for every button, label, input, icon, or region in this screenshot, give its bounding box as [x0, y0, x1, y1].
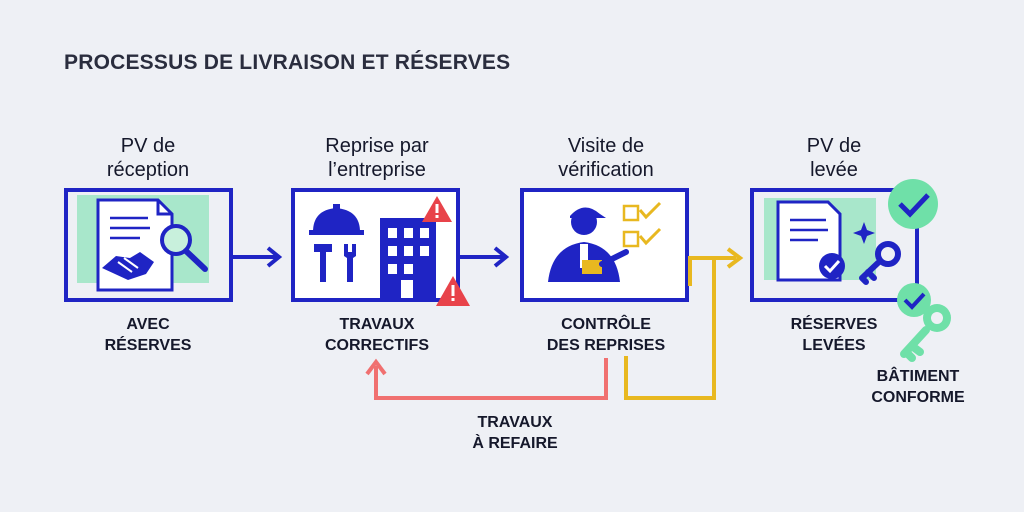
sparkle-icon	[853, 222, 875, 244]
key-icon	[859, 241, 901, 285]
step-3-box	[520, 188, 689, 302]
warning-icon	[422, 196, 452, 222]
step-2-box	[291, 188, 470, 306]
checklist-icon	[622, 201, 662, 248]
contract-icon	[776, 200, 845, 282]
inspector-icon	[548, 207, 629, 282]
check-badge-icon	[888, 179, 938, 229]
step-1-box	[64, 188, 233, 302]
page-title: PROCESSUS DE LIVRAISON ET RÉSERVES	[64, 51, 511, 74]
building-icon	[380, 218, 436, 298]
key-icon	[900, 304, 951, 362]
check-badge-icon	[897, 283, 931, 317]
tools-icon	[314, 244, 356, 282]
arrow-1-2	[231, 246, 283, 268]
magnifier-icon	[160, 224, 208, 272]
validation-arrow	[624, 247, 744, 400]
arrow-2-3	[460, 246, 510, 268]
helmet-icon	[309, 204, 364, 235]
handshake-icon	[102, 252, 154, 280]
rework-arrow	[365, 358, 608, 400]
warning-icon	[436, 276, 470, 306]
step-4-box	[750, 188, 919, 302]
